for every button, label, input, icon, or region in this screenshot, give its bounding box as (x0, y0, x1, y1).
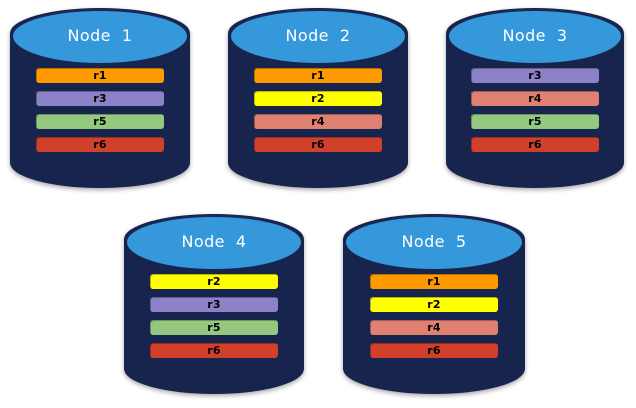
replica-bar-r6[interactable]: r6 (370, 343, 498, 358)
replica-label: r1 (311, 69, 325, 82)
replica-bar-r6[interactable]: r6 (150, 343, 278, 358)
replica-bar-r4[interactable]: r4 (254, 114, 382, 129)
replica-label: r1 (427, 275, 441, 288)
replica-bar-r3[interactable]: r3 (36, 91, 164, 106)
cylinder-top-ellipse (230, 9, 406, 63)
replica-bar-r6[interactable]: r6 (471, 137, 599, 152)
replica-bar-r1[interactable]: r1 (370, 274, 498, 289)
replica-label: r6 (207, 344, 221, 357)
replica-bar-r1[interactable]: r1 (254, 68, 382, 83)
cylinder-top-ellipse (448, 9, 622, 63)
replica-list: r1 r3 r5 r6 (10, 68, 190, 152)
replica-label: r2 (207, 275, 221, 288)
replica-label: r5 (207, 321, 221, 334)
replica-label: r2 (427, 298, 441, 311)
replica-bar-r2[interactable]: r2 (150, 274, 278, 289)
replica-label: r3 (93, 92, 107, 105)
replica-label: r3 (528, 69, 542, 82)
cylinder-top-ellipse (345, 215, 523, 269)
replica-bar-r1[interactable]: r1 (36, 68, 164, 83)
cylinder-top-ellipse (12, 9, 188, 63)
replica-bar-r2[interactable]: r2 (370, 297, 498, 312)
replica-label: r4 (427, 321, 441, 334)
replica-bar-r4[interactable]: r4 (471, 91, 599, 106)
replica-bar-r6[interactable]: r6 (36, 137, 164, 152)
replica-label: r1 (93, 69, 107, 82)
replica-bar-r3[interactable]: r3 (471, 68, 599, 83)
replica-list: r2 r3 r5 r6 (124, 274, 304, 358)
replica-bar-r4[interactable]: r4 (370, 320, 498, 335)
replica-label: r6 (93, 138, 107, 151)
replica-list: r1 r2 r4 r6 (343, 274, 525, 358)
replica-label: r3 (207, 298, 221, 311)
replica-label: r6 (427, 344, 441, 357)
cylinder-top-ellipse (126, 215, 302, 269)
replica-bar-r3[interactable]: r3 (150, 297, 278, 312)
replica-bar-r5[interactable]: r5 (150, 320, 278, 335)
replica-label: r6 (311, 138, 325, 151)
replica-bar-r5[interactable]: r5 (36, 114, 164, 129)
replica-label: r4 (311, 115, 325, 128)
replica-bar-r5[interactable]: r5 (471, 114, 599, 129)
replica-label: r5 (93, 115, 107, 128)
replica-list: r1 r2 r4 r6 (228, 68, 408, 152)
replica-bar-r6[interactable]: r6 (254, 137, 382, 152)
replica-label: r5 (528, 115, 542, 128)
replica-label: r2 (311, 92, 325, 105)
replica-label: r6 (528, 138, 542, 151)
replica-label: r4 (528, 92, 542, 105)
replica-list: r3 r4 r5 r6 (446, 68, 624, 152)
replica-bar-r2[interactable]: r2 (254, 91, 382, 106)
